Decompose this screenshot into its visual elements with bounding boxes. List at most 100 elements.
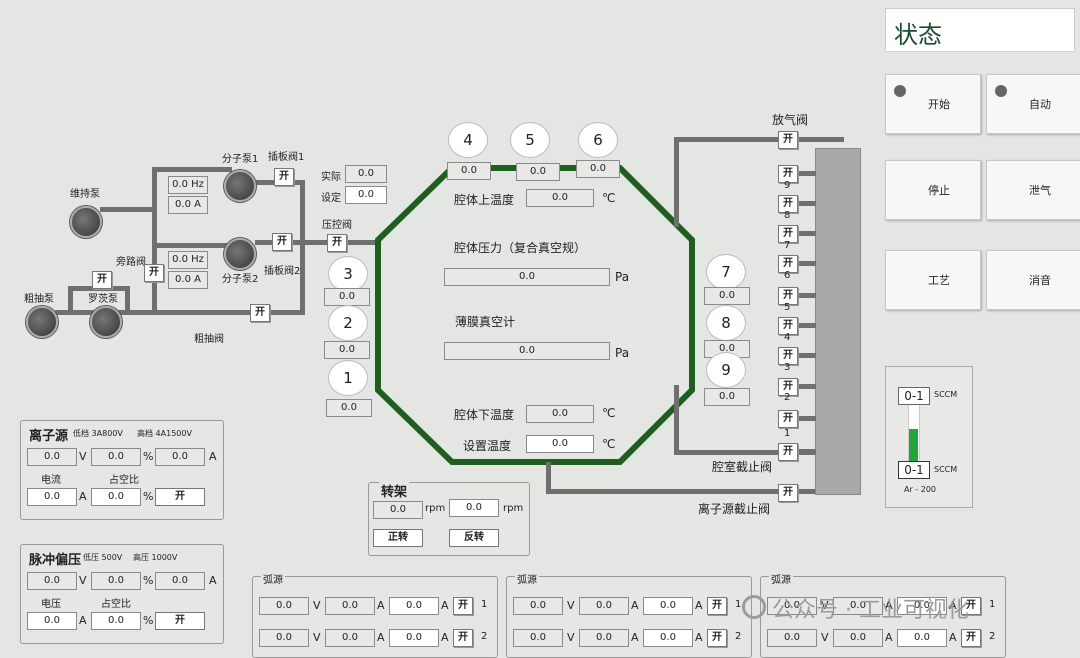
gas-valve-button[interactable]: 开 xyxy=(778,347,798,365)
arc-current-input[interactable]: 0.0 xyxy=(897,629,947,647)
target-2-value: 0.0 xyxy=(324,341,370,359)
set-temp-input[interactable]: 0.0 xyxy=(526,435,594,453)
ion-stop-button[interactable]: 开 xyxy=(778,484,798,502)
status-title-box: 状态 xyxy=(885,8,1075,52)
arc-current-input[interactable]: 0.0 xyxy=(643,629,693,647)
rough-valve-button[interactable]: 开 xyxy=(250,304,270,322)
pipe xyxy=(790,261,816,266)
gas-valve-button[interactable]: 开 xyxy=(778,165,798,183)
auto-led-icon xyxy=(995,85,1007,97)
unit-v: V xyxy=(313,631,321,644)
arc-current-input[interactable]: 0.0 xyxy=(643,597,693,615)
arc-voltage-readout: 0.0 xyxy=(259,629,309,647)
arc-current-readout: 0.0 xyxy=(325,629,375,647)
gas-valve-button[interactable]: 开 xyxy=(778,317,798,335)
vent-button[interactable]: 泄气 xyxy=(986,160,1080,220)
watermark-icon xyxy=(742,595,766,619)
unit-a: A xyxy=(441,599,449,612)
arc-on-button[interactable]: 开 xyxy=(453,629,473,647)
pipe xyxy=(790,449,816,454)
rotary-set-unit: rpm xyxy=(503,503,524,514)
arc-current-readout: 0.0 xyxy=(579,629,629,647)
auto-button[interactable]: 自动 xyxy=(986,74,1080,134)
unit-pct: % xyxy=(143,490,154,503)
pipe xyxy=(546,462,551,492)
gas-valve-button[interactable]: 开 xyxy=(778,195,798,213)
arc-on-button[interactable]: 开 xyxy=(961,597,981,615)
pulse-bias-current-readout: 0.0 xyxy=(155,572,205,590)
arc-current-input[interactable]: 0.0 xyxy=(897,597,947,615)
unit-v: V xyxy=(821,631,829,644)
arc-on-button[interactable]: 开 xyxy=(453,597,473,615)
status-title: 状态 xyxy=(894,21,942,49)
pressure-valve-button[interactable]: 开 xyxy=(327,234,347,252)
target-5-label: 5 xyxy=(510,122,550,158)
gas-line-number: 3 xyxy=(784,362,791,373)
pulse-bias-duty-readout: 0.0 xyxy=(91,572,141,590)
arc-voltage-readout: 0.0 xyxy=(513,629,563,647)
pipe xyxy=(674,450,819,455)
pressure-valve-label: 压控阀 xyxy=(322,220,352,231)
bypass-valve-button[interactable]: 开 xyxy=(144,264,164,282)
reverse-button[interactable]: 反转 xyxy=(449,529,499,547)
gas-valve-button[interactable]: 开 xyxy=(778,410,798,428)
mute-button[interactable]: 消音 xyxy=(986,250,1080,310)
target-9-label: 9 xyxy=(706,352,746,388)
stop-button[interactable]: 停止 xyxy=(885,160,981,220)
arc-on-button[interactable]: 开 xyxy=(707,597,727,615)
target-4-value: 0.0 xyxy=(447,162,491,180)
start-button[interactable]: 开始 xyxy=(885,74,981,134)
gas-line-number: 9 xyxy=(784,180,791,191)
arc-on-button[interactable]: 开 xyxy=(961,629,981,647)
duty-label: 占空比 xyxy=(101,599,131,610)
pulse-bias-duty-input[interactable]: 0.0 xyxy=(91,612,141,630)
top-temp-value: 0.0 xyxy=(526,189,594,207)
bottom-temp-value: 0.0 xyxy=(526,405,594,423)
gas-valve-button[interactable]: 开 xyxy=(778,255,798,273)
rough-pump-icon[interactable] xyxy=(26,306,58,338)
process-button[interactable]: 工艺 xyxy=(885,250,981,310)
gas-valve-button[interactable]: 开 xyxy=(778,225,798,243)
rotary-title: 转架 xyxy=(379,481,410,500)
ion-source-on-button[interactable]: 开 xyxy=(155,488,205,506)
unit-a: A xyxy=(209,574,217,587)
rotary-set-input[interactable]: 0.0 xyxy=(449,499,499,517)
arc-on-button[interactable]: 开 xyxy=(707,629,727,647)
gas-line-number: 8 xyxy=(784,210,791,221)
maintain-pump-icon[interactable] xyxy=(70,206,102,238)
gas-line-number: 1 xyxy=(784,428,791,439)
arc-current-input[interactable]: 0.0 xyxy=(389,629,439,647)
rough-valve-label: 粗抽阀 xyxy=(194,334,224,345)
gas-valve-button[interactable]: 开 xyxy=(778,443,798,461)
arc-current-input[interactable]: 0.0 xyxy=(389,597,439,615)
rough-pump-label: 粗抽泵 xyxy=(24,294,54,305)
target-7-label: 7 xyxy=(706,254,746,290)
unit-a: A xyxy=(209,450,217,463)
forward-button[interactable]: 正转 xyxy=(373,529,423,547)
mfc-bottom-input[interactable]: 0-1 xyxy=(898,461,930,479)
target-1-label: 1 xyxy=(328,360,368,396)
pulse-bias-on-button[interactable]: 开 xyxy=(155,612,205,630)
roots-valve-button[interactable]: 开 xyxy=(92,271,112,289)
set-value-input[interactable]: 0.0 xyxy=(345,186,387,204)
mfc-top-unit: SCCM xyxy=(934,390,958,399)
ion-source-current-input[interactable]: 0.0 xyxy=(27,488,77,506)
gate-valve1-button[interactable]: 开 xyxy=(274,168,294,186)
bottom-temp-label: 腔体下温度 xyxy=(454,408,515,422)
gate-valve2-button[interactable]: 开 xyxy=(272,233,292,251)
pulse-bias-title: 脉冲偏压 xyxy=(29,553,82,568)
unit-pct: % xyxy=(143,450,154,463)
pulse-bias-voltage-input[interactable]: 0.0 xyxy=(27,612,77,630)
target-4-label: 4 xyxy=(448,122,488,158)
molecular-pump2-icon[interactable] xyxy=(224,238,256,270)
ion-source-duty-input[interactable]: 0.0 xyxy=(91,488,141,506)
actual-label: 实际 xyxy=(321,172,341,183)
gas-valve-button[interactable]: 开 xyxy=(778,378,798,396)
roots-pump-icon[interactable] xyxy=(90,306,122,338)
top-temp-unit: ℃ xyxy=(602,191,616,205)
gas-valve-button[interactable]: 开 xyxy=(778,287,798,305)
gas-manifold xyxy=(815,148,861,495)
molecular-pump1-icon[interactable] xyxy=(224,170,256,202)
vent-valve-button[interactable]: 开 xyxy=(778,131,798,149)
rotary-panel: 转架 0.0 rpm 0.0 rpm 正转 反转 xyxy=(368,481,530,556)
